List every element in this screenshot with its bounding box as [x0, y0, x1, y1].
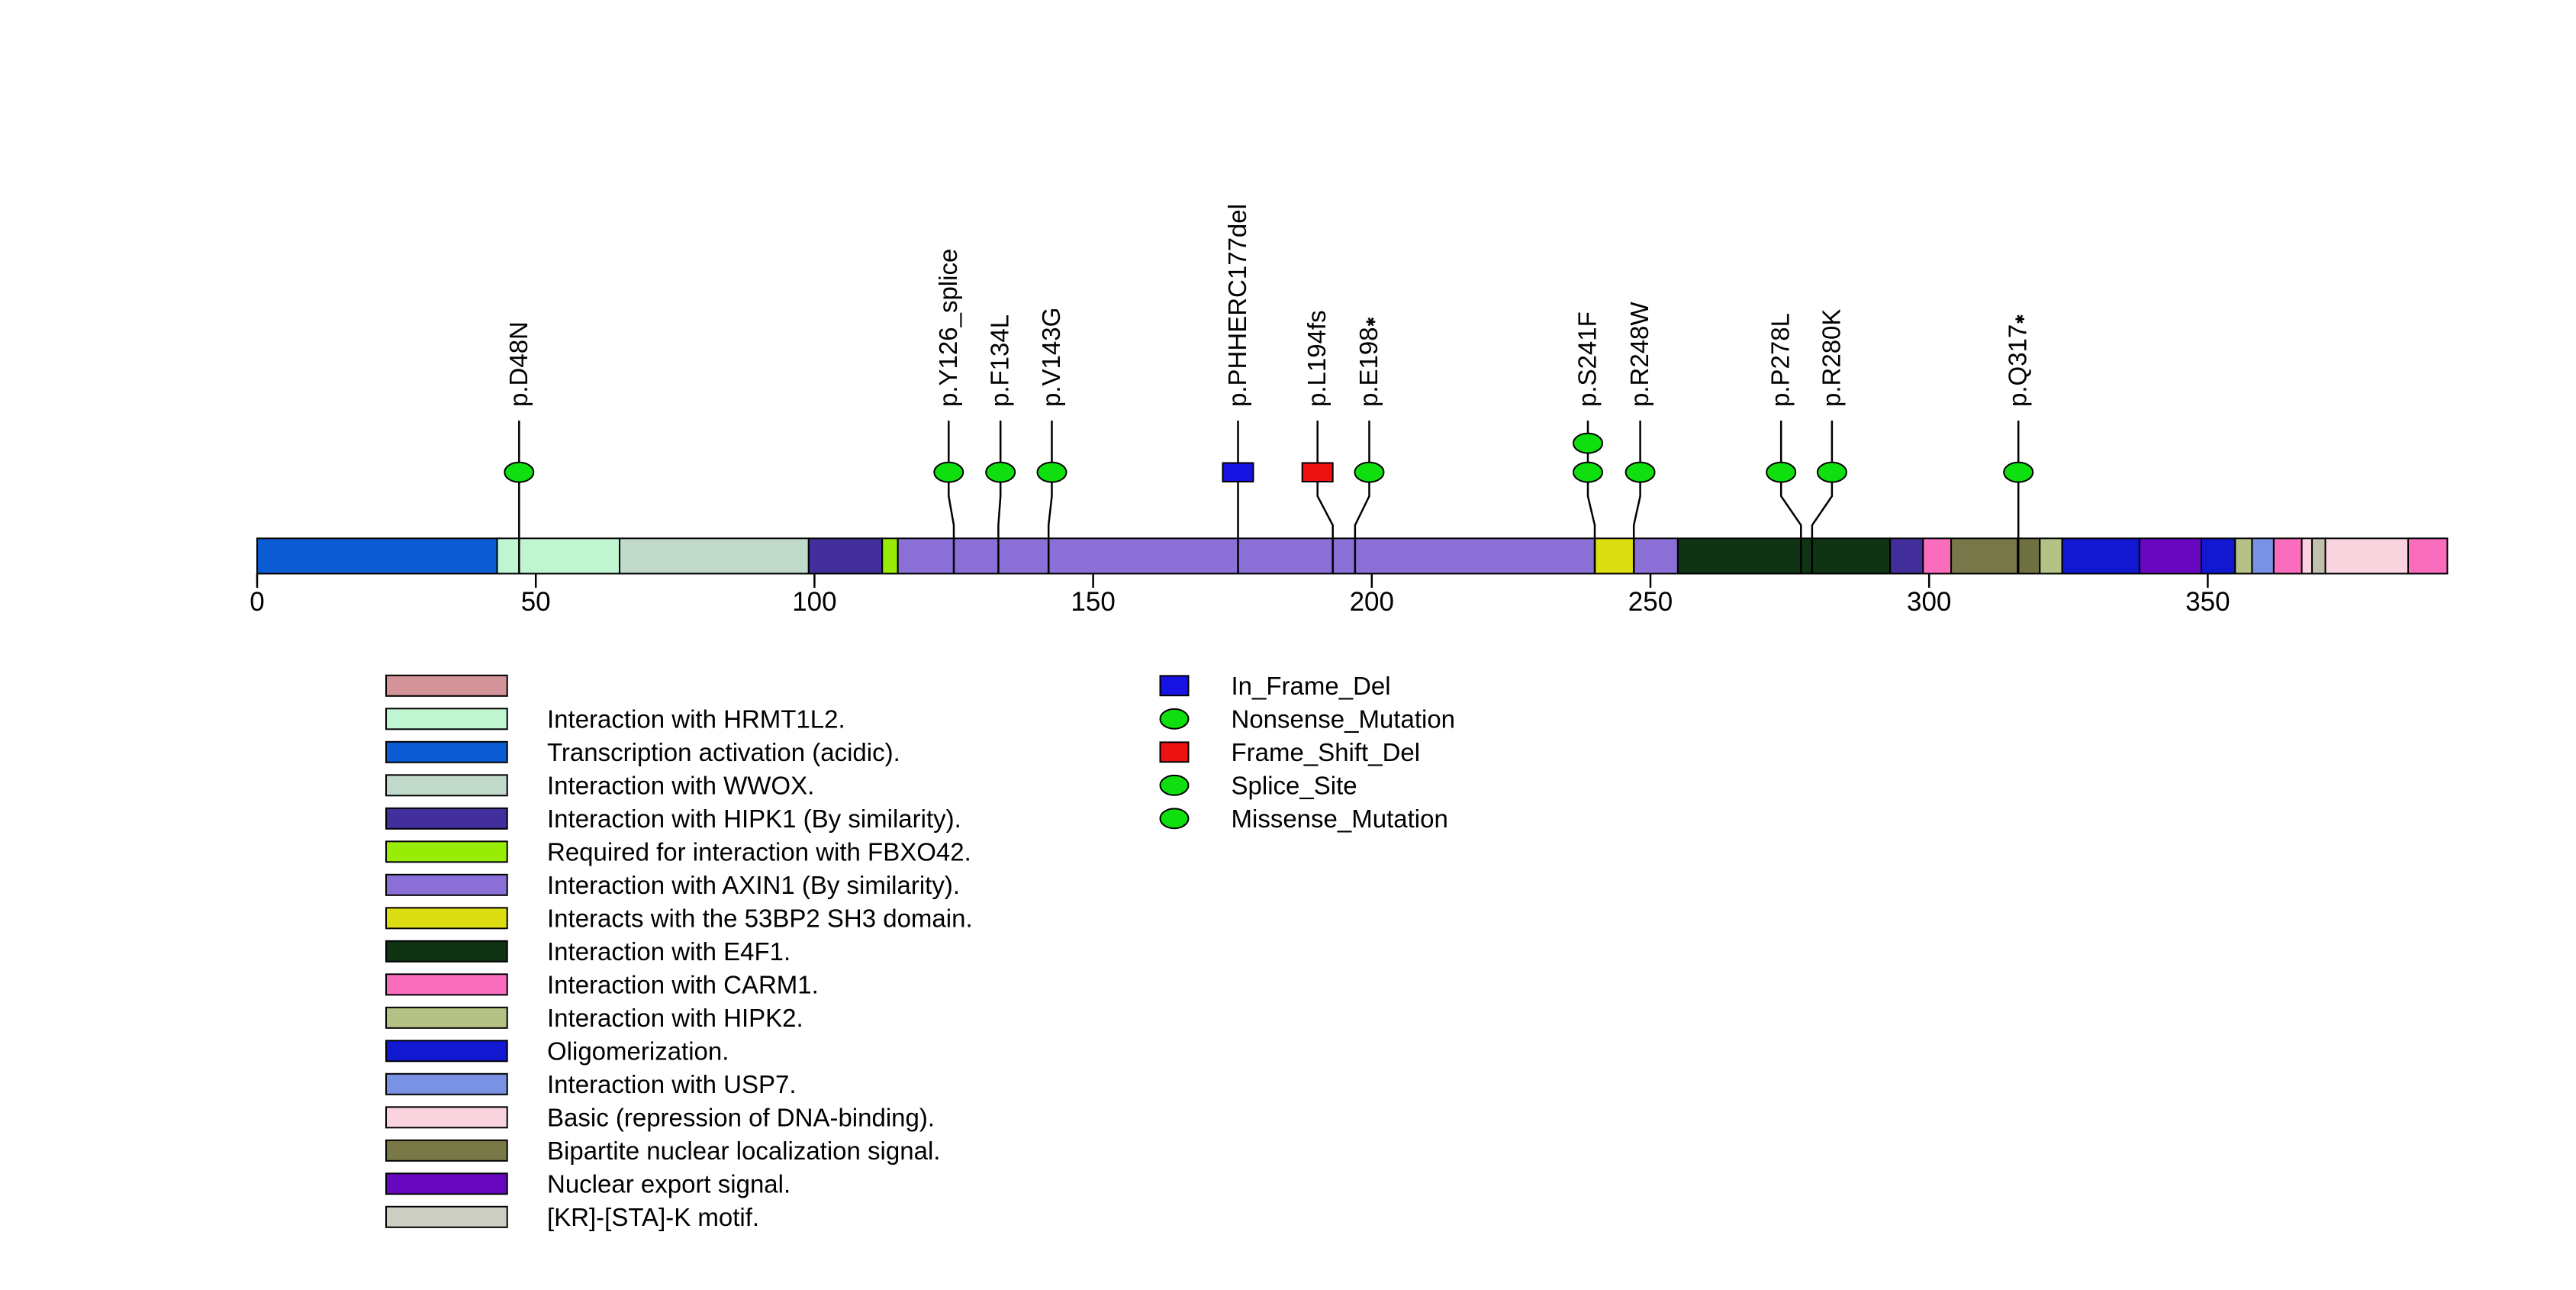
- svg-text:50: 50: [521, 587, 551, 617]
- svg-text:Interaction with CARM1.: Interaction with CARM1.: [547, 970, 819, 998]
- svg-text:p.R280K: p.R280K: [1817, 309, 1845, 407]
- svg-text:100: 100: [792, 587, 836, 617]
- svg-text:p.P278L: p.P278L: [1766, 313, 1795, 407]
- svg-text:Bipartite nuclear localization: Bipartite nuclear localization signal.: [547, 1137, 940, 1165]
- svg-text:In_Frame_Del: In_Frame_Del: [1232, 672, 1391, 700]
- svg-text:p.F134L: p.F134L: [986, 314, 1014, 407]
- svg-text:0: 0: [250, 587, 264, 617]
- svg-text:p.V143G: p.V143G: [1037, 308, 1065, 407]
- svg-text:p.PHHERC177del: p.PHHERC177del: [1223, 204, 1251, 407]
- svg-text:Nonsense_Mutation: Nonsense_Mutation: [1232, 705, 1456, 733]
- svg-text:250: 250: [1628, 587, 1673, 617]
- svg-text:Oligomerization.: Oligomerization.: [547, 1037, 729, 1065]
- svg-text:Frame_Shift_Del: Frame_Shift_Del: [1232, 738, 1421, 766]
- svg-text:p.D48N: p.D48N: [504, 321, 533, 407]
- svg-text:p.L194fs: p.L194fs: [1302, 310, 1331, 407]
- svg-text:Interaction with HRMT1L2.: Interaction with HRMT1L2.: [547, 705, 845, 733]
- svg-text:Interaction with WWOX.: Interaction with WWOX.: [547, 771, 814, 799]
- svg-text:Interaction with HIPK1 (By sim: Interaction with HIPK1 (By similarity).: [547, 805, 961, 833]
- svg-text:Interaction with USP7.: Interaction with USP7.: [547, 1070, 797, 1098]
- svg-text:[KR]-[STA]-K motif.: [KR]-[STA]-K motif.: [547, 1203, 759, 1231]
- svg-text:350: 350: [2185, 587, 2230, 617]
- svg-text:Missense_Mutation: Missense_Mutation: [1232, 805, 1448, 833]
- svg-text:Interacts with the 53BP2 SH3 d: Interacts with the 53BP2 SH3 domain.: [547, 904, 973, 932]
- svg-text:p.Q317: p.Q317: [2004, 324, 2032, 407]
- svg-text:Interaction with E4F1.: Interaction with E4F1.: [547, 937, 791, 966]
- svg-text:Required for interaction with: Required for interaction with FBXO42.: [547, 837, 971, 866]
- svg-text:Interaction with AXIN1 (By sim: Interaction with AXIN1 (By similarity).: [547, 871, 960, 899]
- svg-text:Splice_Site: Splice_Site: [1232, 771, 1357, 799]
- svg-text:p.Y126_splice: p.Y126_splice: [934, 249, 962, 407]
- svg-text:200: 200: [1350, 587, 1394, 617]
- svg-text:p.E198: p.E198: [1354, 327, 1383, 407]
- svg-text:Transcription activation (acid: Transcription activation (acidic).: [547, 738, 900, 766]
- svg-text:p.S241F: p.S241F: [1573, 311, 1602, 407]
- svg-text:Interaction with HIPK2.: Interaction with HIPK2.: [547, 1004, 803, 1032]
- svg-text:Basic (repression of DNA-bindi: Basic (repression of DNA-binding).: [547, 1103, 935, 1131]
- svg-text:300: 300: [1907, 587, 1951, 617]
- svg-text:Nuclear export signal.: Nuclear export signal.: [547, 1169, 791, 1198]
- svg-text:p.R248W: p.R248W: [1625, 302, 1653, 407]
- svg-text:150: 150: [1071, 587, 1115, 617]
